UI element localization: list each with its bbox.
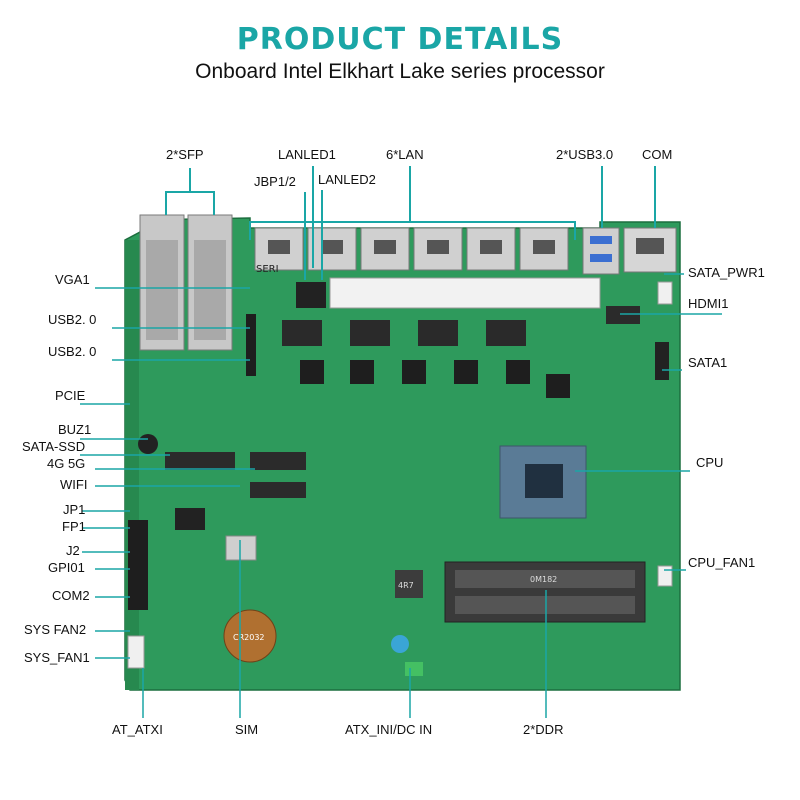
- lan-ports: [254, 227, 569, 271]
- label-hdmi1: HDMI1: [688, 296, 729, 311]
- label-sata-ssd: SATA-SSD: [22, 439, 86, 454]
- serial-marking: SERI: [256, 264, 279, 275]
- label-lan: 6*LAN: [386, 147, 424, 162]
- label-atx-dc-in: ATX_INI/DC IN: [345, 722, 433, 737]
- ddr-marking: 0M182: [530, 575, 557, 584]
- bottom-callout-lines: [142, 540, 547, 718]
- header-row: [296, 277, 601, 309]
- label-fp1: FP1: [62, 519, 86, 534]
- label-buz1: BUZ1: [58, 422, 92, 437]
- page-title: PRODUCT DETAILS: [236, 22, 564, 57]
- lan-chips: [282, 320, 570, 398]
- label-sys-fan1: SYS_FAN1: [24, 650, 90, 665]
- label-sata-pwr1: SATA_PWR1: [688, 265, 765, 280]
- left-callout-lines: [80, 287, 255, 659]
- page-subtitle: Onboard Intel Elkhart Lake series proces…: [195, 60, 605, 83]
- label-com: COM: [642, 147, 673, 162]
- rear-io: [582, 227, 677, 275]
- label-ddr: 2*DDR: [523, 722, 564, 737]
- cpu-chip: [499, 445, 587, 519]
- label-lanled2: LANLED2: [318, 172, 376, 187]
- label-at-atxi: AT_ATXI: [112, 722, 163, 737]
- battery: CR2032: [223, 609, 277, 663]
- label-usb20-b: USB2. 0: [48, 344, 97, 359]
- label-usb30: 2*USB3.0: [556, 147, 614, 162]
- label-pcie: PCIE: [55, 388, 86, 403]
- label-sfp: 2*SFP: [166, 147, 204, 162]
- label-sata1: SATA1: [688, 355, 728, 370]
- top-brackets: [165, 166, 656, 280]
- battery-marking: CR2032: [233, 633, 265, 642]
- label-j2: J2: [66, 543, 80, 558]
- label-sys-fan2: SYS FAN2: [24, 622, 87, 637]
- label-cpu-fan1: CPU_FAN1: [688, 555, 756, 570]
- inductor-marking: 4R7: [398, 581, 414, 590]
- right-callout-lines: [575, 273, 722, 571]
- label-jbp: JBP1/2: [254, 174, 296, 189]
- ddr-slots: 0M182: [444, 561, 646, 623]
- label-wifi: WIFI: [60, 477, 88, 492]
- misc-components: 4R7 SERI: [127, 264, 673, 676]
- label-jp1: JP1: [63, 502, 86, 517]
- label-gpio1: GPI01: [48, 560, 85, 575]
- label-sim: SIM: [235, 722, 259, 737]
- label-lanled1: LANLED1: [278, 147, 336, 162]
- label-com2: COM2: [52, 588, 90, 603]
- label-4g5g: 4G 5G: [47, 456, 86, 471]
- label-vga1: VGA1: [55, 272, 90, 287]
- m2-slots: [165, 452, 306, 498]
- label-cpu: CPU: [696, 455, 724, 470]
- label-usb20-a: USB2. 0: [48, 312, 97, 327]
